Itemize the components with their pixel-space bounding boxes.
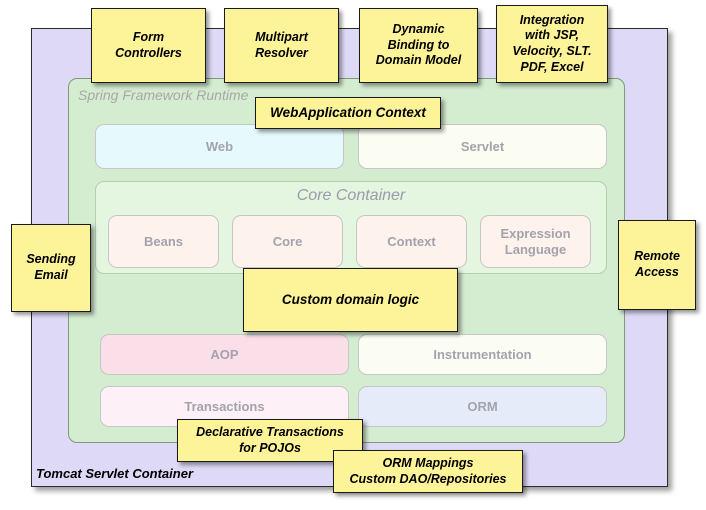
module-instrumentation[interactable]: Instrumentation	[358, 334, 607, 375]
module-aop-label: AOP	[210, 346, 239, 362]
module-servlet[interactable]: Servlet	[358, 124, 607, 169]
module-expression-language[interactable]: Expression Language	[480, 215, 591, 268]
spring-framework-runtime-label: Spring Framework Runtime	[78, 87, 249, 103]
module-orm[interactable]: ORM	[358, 386, 607, 427]
module-servlet-label: Servlet	[460, 138, 505, 154]
module-context[interactable]: Context	[356, 215, 467, 268]
module-instrumentation-label: Instrumentation	[433, 346, 532, 362]
module-core[interactable]: Core	[232, 215, 343, 268]
module-context-label: Context	[387, 233, 436, 249]
tomcat-servlet-container-label: Tomcat Servlet Container	[36, 466, 194, 481]
module-expression-language-label: Expression Language	[500, 225, 571, 257]
note-webapplication-context[interactable]: WebApplication Context	[255, 97, 441, 129]
module-core-label: Core	[272, 233, 303, 249]
module-web[interactable]: Web	[95, 124, 344, 169]
module-orm-label: ORM	[467, 398, 498, 414]
module-web-label: Web	[205, 138, 234, 154]
module-transactions-label: Transactions	[184, 398, 265, 414]
module-beans[interactable]: Beans	[108, 215, 219, 268]
module-aop[interactable]: AOP	[100, 334, 349, 375]
core-container-label: Core Container	[296, 187, 406, 204]
module-beans-label: Beans	[143, 233, 184, 249]
note-custom-domain-logic[interactable]: Custom domain logic	[243, 268, 458, 332]
